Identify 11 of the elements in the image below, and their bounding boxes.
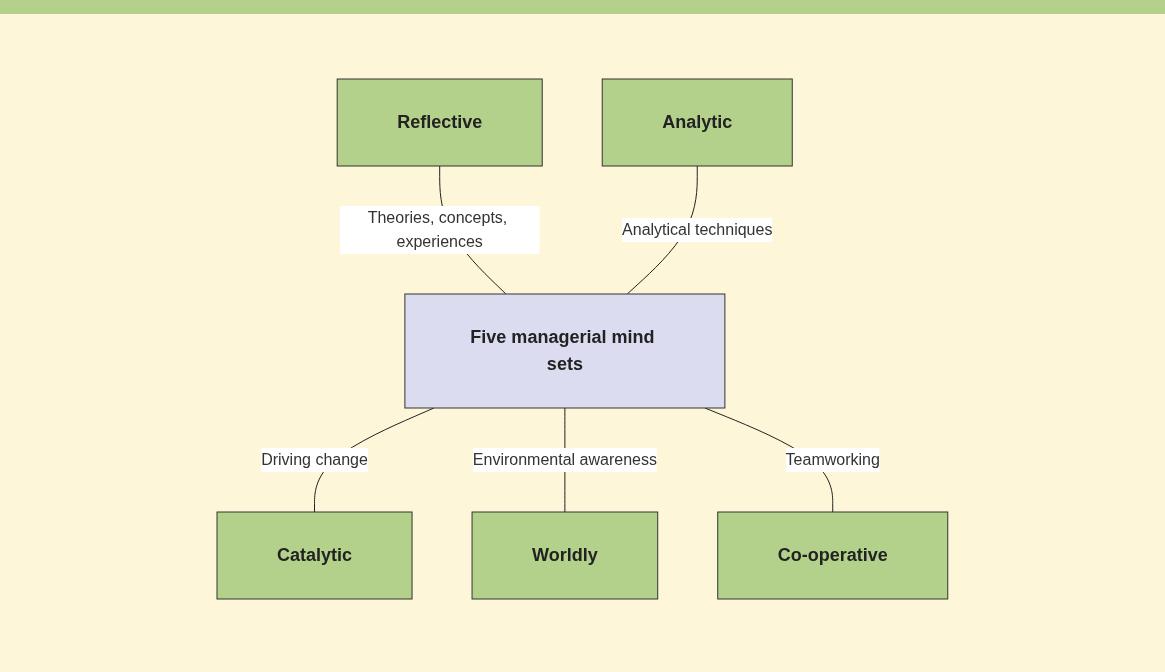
edge-label: Analytical techniques: [622, 221, 773, 238]
node-box: Reflective: [336, 78, 543, 167]
node-box: Analytic: [601, 78, 793, 167]
node-box: Five managerial mind sets: [404, 293, 726, 409]
edge-label: Teamworking: [785, 451, 880, 468]
node-box: Co-operative: [717, 511, 949, 600]
edge-label: Environmental awareness: [472, 451, 658, 468]
node-box: Catalytic: [216, 511, 413, 600]
node-box: Worldly: [471, 511, 659, 600]
edge-label: Driving change: [261, 451, 369, 468]
edge-label: Theories, concepts, experiences: [367, 209, 508, 250]
